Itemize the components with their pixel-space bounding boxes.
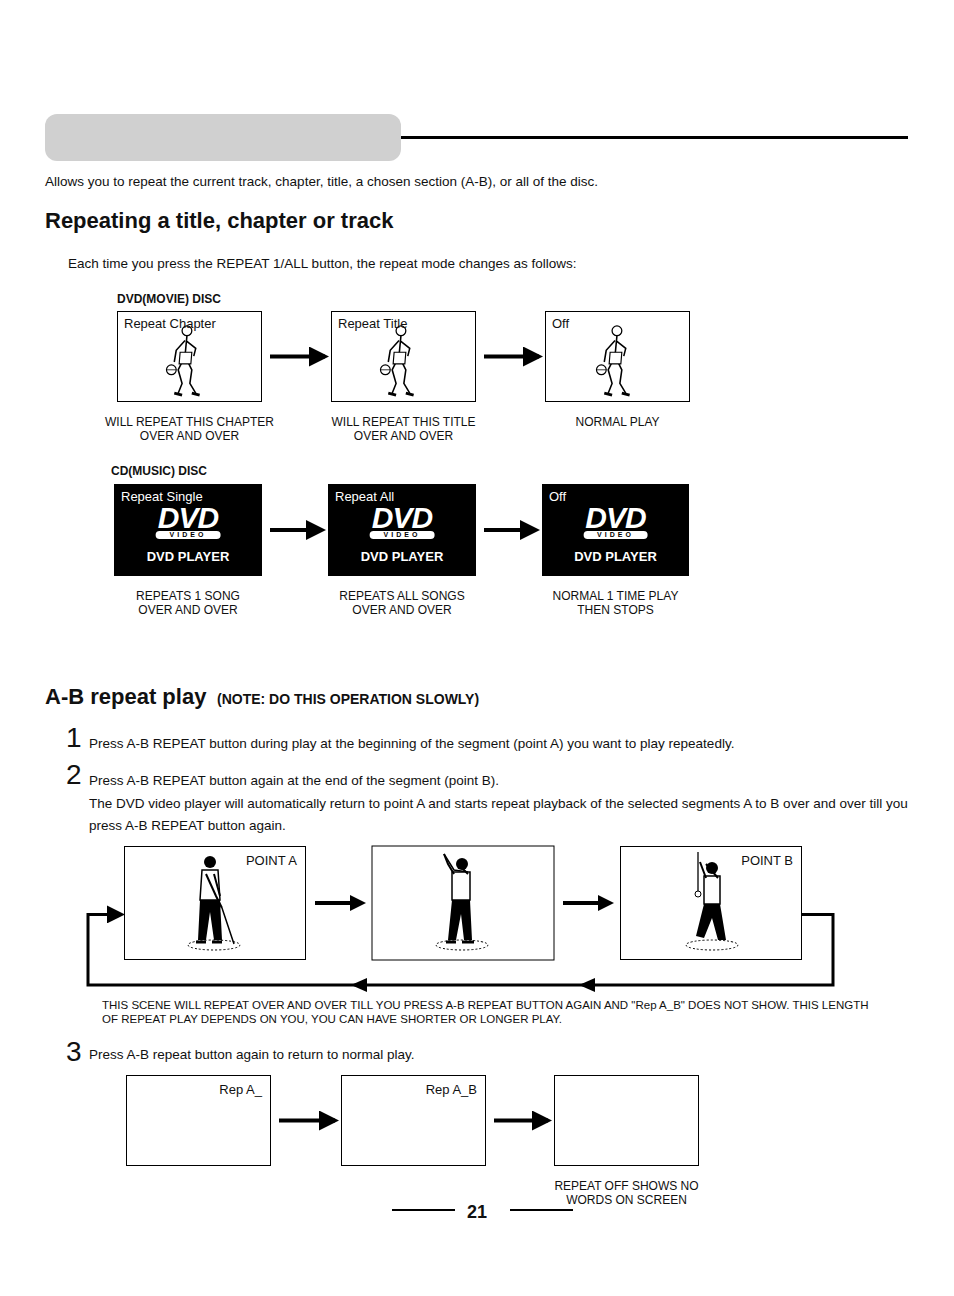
dvd-logo-video: VIDEO (156, 531, 221, 539)
page-text: THIS SCENE WILL REPEAT OVER AND OVER TIL… (102, 998, 872, 1026)
screen-box: Rep A_ (126, 1075, 271, 1166)
screen-label: POINT A (246, 853, 297, 868)
page-text: Each time you press the REPEAT 1/ALL but… (68, 255, 868, 272)
screen-label: POINT B (741, 853, 793, 868)
screen-label: Repeat Title (338, 316, 407, 331)
screen-caption: REPEAT OFF SHOWS NO WORDS ON SCREEN (544, 1179, 709, 1207)
screen-box: POINT A (124, 846, 306, 960)
player-name: DVD PLAYER (329, 549, 475, 564)
screen-box: POINT B (620, 846, 802, 960)
flow-arrow (484, 355, 539, 359)
screen-label: Rep A_ (219, 1082, 262, 1097)
screen-box-dark: Repeat AllDVDVIDEODVD PLAYERREPEATS ALL … (328, 484, 476, 576)
page-text: 1 (66, 720, 88, 755)
page-text: Allows you to repeat the current track, … (45, 173, 905, 190)
page-text: 21 (462, 1201, 492, 1224)
screen-label: Repeat Single (121, 489, 203, 504)
page-text: Press A-B REPEAT button during play at t… (89, 735, 909, 752)
screen-box: Repeat ChapterWILL REPEAT THIS CHAPTER O… (117, 311, 262, 402)
flow-arrow (484, 528, 536, 532)
dvd-logo: DVD (115, 503, 261, 533)
screen-label: Repeat Chapter (124, 316, 216, 331)
dvd-logo: DVD (543, 503, 688, 533)
screen-label: Rep A_B (426, 1082, 477, 1097)
flow-arrow (270, 528, 322, 532)
page-text: CD(MUSIC) DISC (111, 464, 311, 479)
screen-caption: REPEATS ALL SONGS OVER AND OVER (327, 589, 477, 617)
page-text: 2 (66, 757, 88, 792)
page-text: Press A-B REPEAT button again at the end… (89, 772, 909, 789)
flow-arrow (494, 1119, 548, 1123)
screen-caption: NORMAL PLAY (533, 415, 703, 429)
screen-caption: REPEATS 1 SONG OVER AND OVER (123, 589, 253, 617)
screen-label: Repeat All (335, 489, 394, 504)
dvd-logo-video: VIDEO (583, 531, 648, 539)
page-text: Repeating a title, chapter or track (45, 207, 645, 235)
screen-caption: NORMAL 1 TIME PLAY THEN STOPS (541, 589, 691, 617)
page-text: Press A-B repeat button again to return … (89, 1046, 909, 1063)
dvd-logo-video: VIDEO (370, 531, 435, 539)
screen-caption: WILL REPEAT THIS TITLE OVER AND OVER (319, 415, 489, 443)
screen-box-dark: Repeat SingleDVDVIDEODVD PLAYERREPEATS 1… (114, 484, 262, 576)
screen-label: Off (549, 489, 566, 504)
page-text: 3 (66, 1034, 88, 1069)
loop-arrow (88, 914, 833, 985)
screen-box: Repeat TitleWILL REPEAT THIS TITLE OVER … (331, 311, 476, 402)
screen-caption: WILL REPEAT THIS CHAPTER OVER AND OVER (95, 415, 285, 443)
page-text: The DVD video player will automatically … (89, 793, 914, 837)
flow-arrow (270, 355, 325, 359)
page-text: A-B repeat play (45, 683, 225, 711)
screen-label: Off (552, 316, 569, 331)
page-text: DVD(MOVIE) DISC (117, 292, 317, 307)
flow-arrow (279, 1119, 335, 1123)
screen-box: Rep A_B (341, 1075, 486, 1166)
screen-box: REPEAT OFF SHOWS NO WORDS ON SCREEN (554, 1075, 699, 1166)
dvd-logo: DVD (329, 503, 475, 533)
player-name: DVD PLAYER (543, 549, 688, 564)
screen-box: OffNORMAL PLAY (545, 311, 690, 402)
screen-box-dark: OffDVDVIDEODVD PLAYERNORMAL 1 TIME PLAY … (542, 484, 689, 576)
player-name: DVD PLAYER (115, 549, 261, 564)
page-text: (NOTE: DO THIS OPERATION SLOWLY) (217, 690, 557, 708)
